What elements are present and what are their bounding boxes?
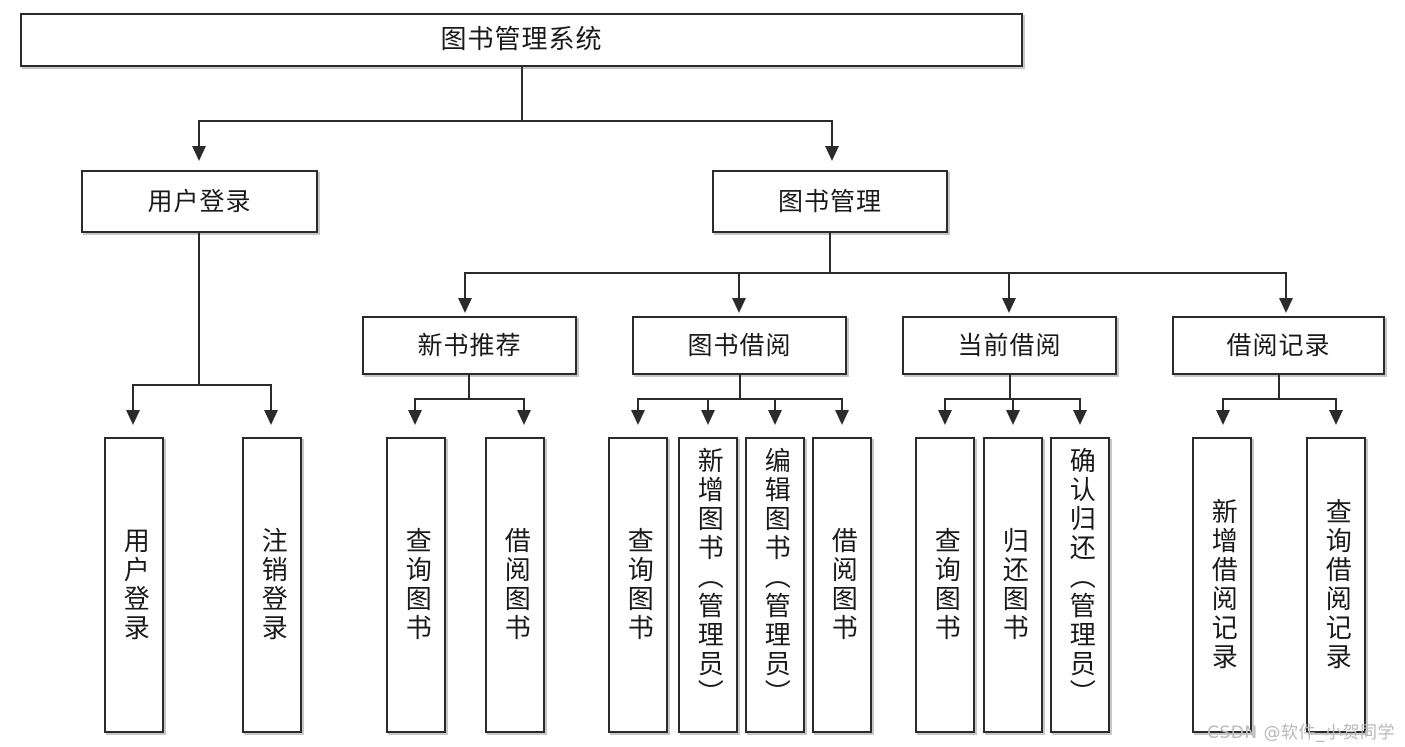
connector-new-book-rec-bus (414, 398, 525, 400)
connector-bb-l3 (774, 398, 776, 412)
connector-level3-bus (464, 272, 1285, 274)
node-label: 图书管理 (777, 187, 882, 216)
node-book-manage[interactable]: 图书管理 (712, 170, 948, 233)
leaf-add-record[interactable]: 新增借阅记录 (1192, 437, 1252, 733)
connector-book-manage-stem (829, 233, 831, 273)
node-label: 图书管理系统 (440, 24, 603, 55)
leaf-logout[interactable]: 注销登录 (242, 437, 302, 733)
connector-br-l2 (1335, 398, 1337, 412)
connector-book-borrow-bus (637, 398, 843, 400)
node-label: 查询借阅记录 (1321, 498, 1352, 672)
arrow-user-login-l2 (264, 410, 278, 425)
node-new-book-rec[interactable]: 新书推荐 (362, 316, 577, 375)
node-label: 新增图书（管理员） (693, 447, 724, 708)
node-label: 借阅图书 (500, 527, 531, 643)
node-label: 查询图书 (401, 527, 432, 643)
connector-cb-l1 (944, 398, 946, 412)
node-label: 当前借阅 (957, 331, 1062, 360)
arrow-to-user-login (192, 146, 206, 161)
leaf-borrow-book-1[interactable]: 借阅图书 (485, 437, 545, 733)
arrow-bb-l3 (768, 410, 782, 425)
leaf-borrow-book-2[interactable]: 借阅图书 (812, 437, 872, 733)
node-label: 借阅记录 (1226, 331, 1331, 360)
connector-borrow-record-stem (1278, 375, 1280, 399)
arrow-to-borrow-record (1279, 298, 1293, 313)
leaf-confirm-return[interactable]: 确认归还（管理员） (1050, 437, 1110, 733)
arrow-br-l2 (1329, 410, 1343, 425)
connector-nbr-l1 (414, 398, 416, 412)
connector-to-book-borrow (738, 272, 740, 300)
leaf-query-book-3[interactable]: 查询图书 (915, 437, 975, 733)
node-label: 新增借阅记录 (1207, 498, 1238, 672)
connector-nbr-l2 (523, 398, 525, 412)
connector-current-borrow-stem (1009, 375, 1011, 399)
node-label: 用户登录 (147, 187, 252, 216)
arrow-cb-l1 (938, 410, 952, 425)
node-user-login[interactable]: 用户登录 (81, 170, 318, 233)
node-label: 用户登录 (119, 527, 150, 643)
arrow-cb-l2 (1006, 410, 1020, 425)
arrow-cb-l3 (1073, 410, 1087, 425)
node-root-system[interactable]: 图书管理系统 (20, 13, 1023, 67)
arrow-br-l1 (1216, 410, 1230, 425)
connector-user-login-bus (132, 384, 272, 386)
connector-bb-l4 (841, 398, 843, 412)
node-label: 确认归还（管理员） (1065, 447, 1096, 708)
connector-to-book-manage (831, 120, 833, 148)
node-label: 图书借阅 (687, 331, 792, 360)
connector-bb-l1 (637, 398, 639, 412)
arrow-bb-l2 (701, 410, 715, 425)
arrow-bb-l4 (835, 410, 849, 425)
arrow-to-current-borrow (1002, 298, 1016, 313)
leaf-user-login[interactable]: 用户登录 (104, 437, 164, 733)
node-current-borrow[interactable]: 当前借阅 (902, 316, 1117, 375)
leaf-query-book-2[interactable]: 查询图书 (608, 437, 668, 733)
connector-to-user-login (198, 120, 200, 148)
leaf-add-book[interactable]: 新增图书（管理员） (678, 437, 738, 733)
node-label: 归还图书 (998, 527, 1029, 643)
connector-br-l1 (1222, 398, 1224, 412)
arrow-to-new-book-rec (458, 298, 472, 313)
connector-level2-bus (198, 120, 833, 122)
connector-to-new-book-rec (464, 272, 466, 300)
arrow-user-login-l1 (126, 410, 140, 425)
connector-to-current-borrow (1008, 272, 1010, 300)
arrow-nbr-l1 (408, 410, 422, 425)
node-label: 查询图书 (930, 527, 961, 643)
node-borrow-record[interactable]: 借阅记录 (1172, 316, 1385, 375)
node-label: 新书推荐 (417, 331, 522, 360)
connector-user-login-l1 (132, 384, 134, 412)
connector-book-borrow-stem (739, 375, 741, 399)
node-label: 编辑图书（管理员） (760, 447, 791, 708)
arrow-to-book-borrow (732, 298, 746, 313)
node-label: 查询图书 (623, 527, 654, 643)
connector-cb-l2 (1012, 398, 1014, 412)
node-label: 注销登录 (257, 527, 288, 643)
node-book-borrow[interactable]: 图书借阅 (632, 316, 847, 375)
connector-borrow-record-bus (1222, 398, 1336, 400)
leaf-query-book-1[interactable]: 查询图书 (386, 437, 446, 733)
connector-to-borrow-record (1285, 272, 1287, 300)
node-label: 借阅图书 (827, 527, 858, 643)
arrow-to-book-manage (825, 146, 839, 161)
connector-user-login-l2 (270, 384, 272, 412)
leaf-return-book[interactable]: 归还图书 (983, 437, 1043, 733)
leaf-query-record[interactable]: 查询借阅记录 (1306, 437, 1366, 733)
arrow-bb-l1 (631, 410, 645, 425)
connector-cb-l3 (1079, 398, 1081, 412)
connector-root-stem (521, 67, 523, 121)
connector-user-login-stem (198, 233, 200, 385)
leaf-edit-book[interactable]: 编辑图书（管理员） (745, 437, 805, 733)
watermark-text: CSDN @软件_小贺同学 (1207, 723, 1395, 743)
connector-new-book-rec-stem (468, 375, 470, 399)
connector-bb-l2 (707, 398, 709, 412)
arrow-nbr-l2 (517, 410, 531, 425)
